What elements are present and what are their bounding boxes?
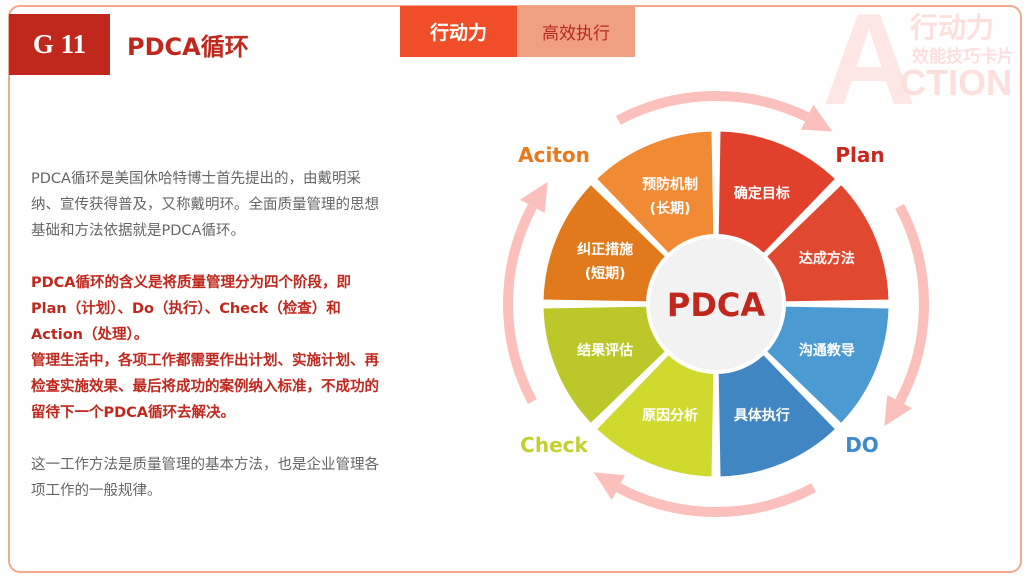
cycle-arrow-1 [895, 204, 929, 404]
segment-sublabel: (短期) [585, 265, 626, 282]
arrowhead-icon [884, 395, 913, 427]
phase-label-check: Check [520, 433, 588, 457]
meaning-paragraph: PDCA循环的含义是将质量管理分为四个阶段，即Plan（计划）、Do（执行）、C… [31, 275, 352, 343]
watermark-line1: 行动力 [910, 11, 995, 44]
watermark-letter: A [822, 0, 916, 132]
segment-label: 结果评估 [577, 342, 633, 359]
segment-sublabel: (长期) [650, 200, 691, 217]
center-label: PDCA [667, 286, 766, 324]
intro-paragraph: PDCA循环是美国休哈特博士首先提出的，由戴明采纳、宣传获得普及，又称戴明环。全… [31, 171, 379, 239]
description: PDCA循环是美国休哈特博士首先提出的，由戴明采纳、宣传获得普及，又称戴明环。全… [31, 166, 381, 530]
practice-paragraph: 管理生活中，各项工作都需要作出计划、实施计划、再检查实施效果、最后将成功的案例纳… [31, 353, 379, 421]
phase-label-do: DO [845, 433, 879, 457]
segment-label: 原因分析 [642, 407, 698, 424]
watermark-line2: 效能技巧卡片 [912, 47, 1014, 67]
arrowhead-icon [801, 104, 833, 132]
arrowhead-icon [593, 472, 625, 501]
segment-label: 具体执行 [733, 407, 790, 424]
card-code: G 11 [9, 14, 110, 75]
segment-label: 确定目标 [734, 185, 790, 202]
tab-action[interactable]: 行动力 [400, 6, 517, 57]
segment-label: 预防机制 [642, 176, 698, 193]
watermark-line3: CTION [900, 62, 1012, 103]
page-title: PDCA循环 [127, 33, 249, 61]
segment-label: 达成方法 [799, 250, 855, 267]
phase-label-aciton: Aciton [518, 143, 590, 167]
phase-label-plan: Plan [835, 143, 884, 167]
segment-label: 纠正措施 [577, 241, 633, 258]
summary-paragraph: 这一工作方法是质量管理的基本方法，也是企业管理各项工作的一般规律。 [31, 457, 379, 499]
center-circle [646, 234, 786, 374]
cycle-arrow-2 [616, 483, 816, 517]
cycle-arrow-3 [503, 204, 537, 404]
cycle-arrow-0 [616, 91, 810, 125]
tab-efficient-execution[interactable]: 高效执行 [517, 6, 635, 57]
arrowhead-icon [519, 181, 548, 213]
segment-label: 沟通教导 [799, 342, 855, 359]
